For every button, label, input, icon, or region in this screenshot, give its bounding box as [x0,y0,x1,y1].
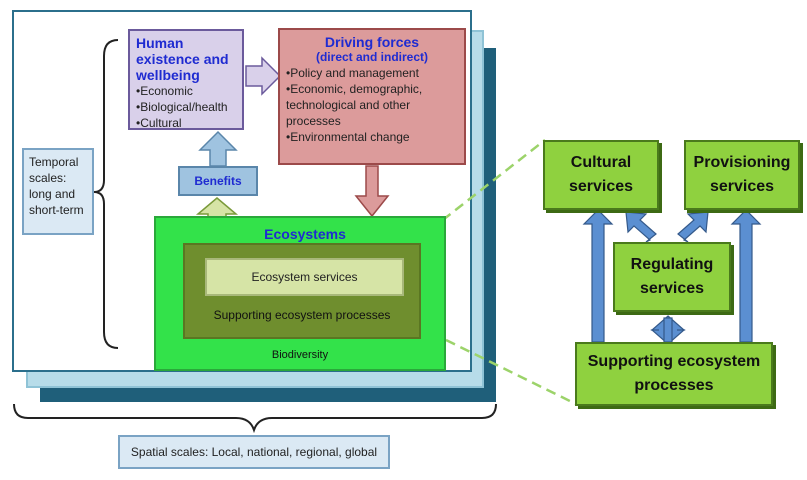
human-item-economic: •Economic [136,84,193,98]
driving-item-policy: •Policy and management [286,66,419,80]
temporal-scales-box: Temporal scales: long and short-term [22,148,94,235]
benefits-box: Benefits [178,166,258,196]
human-item-cultural: •Cultural [136,116,182,130]
arrow-supporting-to-cultural [582,209,614,343]
cultural-services-label: Cultural services [568,154,634,195]
spatial-scales-box: Spatial scales: Local, national, regiona… [118,435,390,469]
zoom-line-top [429,139,546,231]
supporting-processes-detail-label: Supporting ecosystem processes [587,353,761,394]
supporting-processes-detail-box: Supporting ecosystem processes [575,342,773,406]
zoom-line-bottom [445,338,577,406]
human-item-biological: •Biological/health [136,100,228,114]
arrow-supporting-to-provisioning [730,209,762,343]
biodiversity-label: Biodiversity [271,349,329,361]
temporal-bracket [93,39,119,349]
regulating-services-box: Regulating services [613,242,731,312]
regulating-services-label: Regulating services [630,256,714,297]
driving-forces-title: Driving forces [324,34,420,50]
spatial-bracket [13,403,497,434]
arrow-regulating-to-cultural [625,211,657,243]
provisioning-services-label: Provisioning services [693,154,791,195]
supporting-processes-label: Supporting ecosystem processes [213,308,391,322]
arrow-regulating-to-provisioning [677,211,709,243]
driving-forces-subtitle: (direct and indirect) [315,50,428,64]
cultural-services-box: Cultural services [543,140,659,210]
human-wellbeing-title: Human existence and wellbeing [136,35,229,83]
arrow-regulating-supporting-shaft [663,317,673,343]
provisioning-services-box: Provisioning services [684,140,800,210]
arrow-benefits-to-human [198,130,238,167]
driving-item-environmental: •Environmental change [286,130,410,144]
arrow-driving-to-ecosystems [354,165,390,218]
driving-forces-box: Driving forces (direct and indirect) •Po… [278,28,466,165]
driving-item-economic: •Economic, demographic, technological an… [286,82,423,128]
ecosystems-title: Ecosystems [264,226,346,242]
arrow-human-to-driving [245,56,282,96]
human-wellbeing-box: Human existence and wellbeing •Economic … [128,29,244,130]
ecosystem-services-box: Ecosystem services [205,258,404,296]
